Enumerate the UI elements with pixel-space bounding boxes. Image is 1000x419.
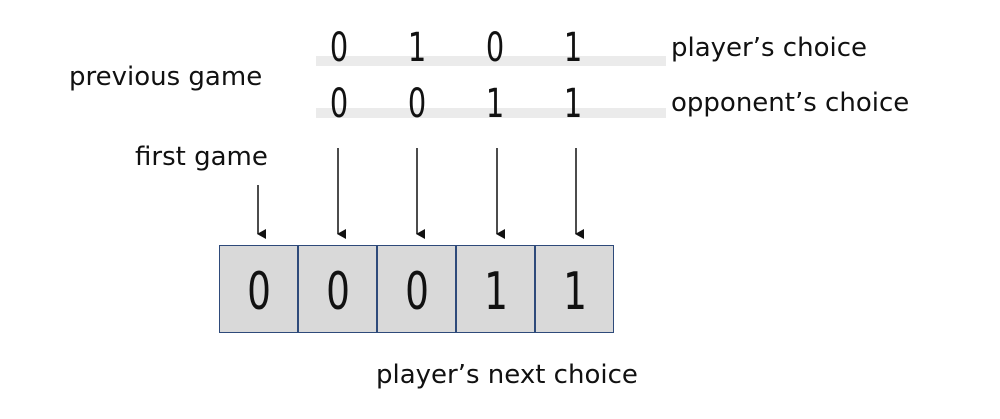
player-choice-digit: 1 [407,25,427,71]
player-choice-digit: 1 [563,25,583,71]
player-row-band [316,56,666,66]
opponent-choice-digit: 0 [329,81,349,127]
opponent-choice-digit: 1 [563,81,583,127]
opponent-choice-digit: 1 [485,81,505,127]
opponent-choice-digit: 0 [407,81,427,127]
strategy-cell-value: 1 [484,262,508,322]
first-game-label: first game [135,142,268,172]
previous-game-label: previous game [69,62,263,92]
strategy-cell-value: 0 [405,262,429,322]
opponents-choice-label: opponent’s choice [671,88,910,118]
players-next-choice-label: player’s next choice [376,360,638,390]
strategy-cell: 1 [456,245,535,333]
strategy-cell-value: 0 [247,262,271,322]
strategy-cell-value: 1 [563,262,587,322]
opponent-row-band [316,108,666,118]
strategy-cell-value: 0 [326,262,350,322]
player-choice-digit: 0 [485,25,505,71]
strategy-cell: 1 [535,245,614,333]
strategy-cell: 0 [298,245,377,333]
strategy-cell: 0 [377,245,456,333]
player-choice-digit: 0 [329,25,349,71]
strategy-cell: 0 [219,245,298,333]
players-choice-label: player’s choice [671,33,868,63]
